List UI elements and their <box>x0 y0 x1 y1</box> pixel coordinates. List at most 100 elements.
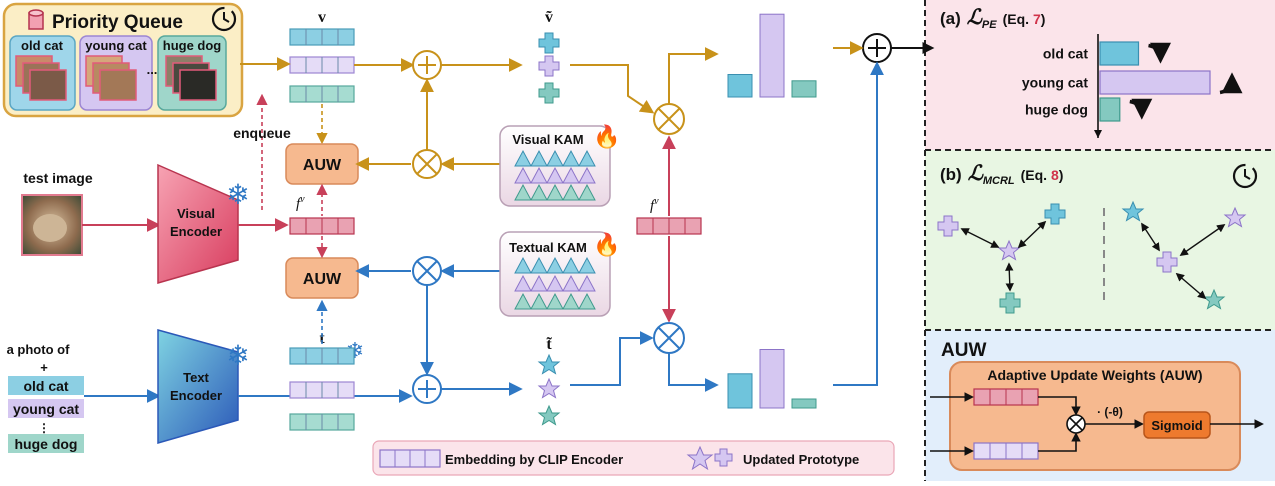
huge-dog-photo-stack <box>165 55 217 101</box>
database-icon <box>28 9 44 30</box>
old-cat-photo-stack <box>15 55 67 101</box>
queue-label-old-cat: old cat <box>21 38 64 53</box>
sigmoid-box <box>1143 411 1211 439</box>
b-right-star-teal <box>1202 288 1226 310</box>
visual-encoder: Visual Encoder <box>157 163 239 284</box>
legend-prototype-label: Updated Prototype <box>743 452 859 467</box>
t-tilde-prototypes <box>537 353 561 426</box>
final-add-op <box>862 33 892 63</box>
prompt-class-huge-dog-label: huge dog <box>15 436 78 452</box>
panel-b: (b)ℒMCRL(Eq. 8) <box>937 161 1258 314</box>
chart-text-to-final-arrow <box>833 61 884 386</box>
panel-a-bar <box>1099 41 1140 66</box>
enqueue-label: enqueue <box>233 125 291 141</box>
prompt-prefix: a photo of <box>7 342 70 357</box>
t-embedding-stack <box>289 347 355 431</box>
trend-down-arrow-icon <box>1148 42 1171 64</box>
add-op-text <box>412 374 442 404</box>
b-right-link-1 <box>1141 222 1160 252</box>
fv-label-right: fv <box>650 196 659 214</box>
queue-label-young-cat: young cat <box>85 38 147 53</box>
ttilde-to-mul-arrow <box>570 331 654 386</box>
text-encoder-label-1: Text <box>183 370 209 385</box>
v-tilde-label: ṽ <box>545 9 553 26</box>
mul-op-logit-text <box>653 322 685 354</box>
b-left-cross-purple <box>937 215 959 237</box>
visual-kam-label: Visual KAM <box>512 132 583 147</box>
logits-chart-visual <box>727 13 817 98</box>
text-logit-bar-young-cat <box>759 349 785 409</box>
panel-a-row-label: old cat <box>1043 46 1088 62</box>
b-right-star-purple <box>1223 206 1247 228</box>
v-tilde-prototypes <box>538 32 560 104</box>
prompt-vdots: ⋮ <box>38 421 50 435</box>
b-right-cross-anchor <box>1156 251 1178 273</box>
frozen-snowflake-icon: ❄ <box>226 179 249 210</box>
panel-auw-title: AUW <box>941 340 986 361</box>
auw-theta-label: · (-θ) <box>1097 405 1123 419</box>
priority-queue-title: Priority Queue <box>52 12 183 33</box>
panel-a-axis-arrowhead <box>1094 130 1102 138</box>
auw-text-input <box>973 442 1039 460</box>
prompt-class-young-cat <box>8 399 84 418</box>
sigmoid-label: Sigmoid <box>1151 418 1202 433</box>
v-embedding-stack <box>289 28 355 103</box>
panel-a-row-label: young cat <box>1022 75 1088 91</box>
trainable-fire-icon: 🔥 <box>593 124 620 149</box>
auw-visual-label: AUW <box>303 157 342 174</box>
priority-queue: Priority Queue old cat young cat huge do… <box>2 2 244 118</box>
auw-text-label: AUW <box>303 271 342 288</box>
prompt-class-old-cat-label: old cat <box>23 378 68 394</box>
b-right-star-cyan <box>1121 200 1145 222</box>
auw-text-box: AUW <box>285 257 359 299</box>
visual-logit-bar-huge-dog <box>791 80 817 98</box>
fv-label-left: fv <box>296 194 305 212</box>
visual-kam-triangles <box>514 149 596 201</box>
b-left-link-1 <box>960 228 1000 248</box>
auw-visual-box: AUW <box>285 143 359 185</box>
textual-kam-triangles <box>514 256 596 310</box>
visual-logit-bar-old-cat <box>727 74 753 98</box>
v-label: v <box>318 9 326 26</box>
history-clock-icon-b <box>1232 163 1258 189</box>
visual-logit-bar-young-cat <box>759 13 785 98</box>
legend: Embedding by CLIP Encoder Updated Protot… <box>372 440 895 476</box>
text-encoder-label-2: Encoder <box>170 388 222 403</box>
textual-kam-label: Textual KAM <box>509 240 587 255</box>
prompt-class-young-cat-label: young cat <box>13 401 79 417</box>
test-image-kitten <box>33 214 67 242</box>
mul-op-logit-visual <box>653 103 685 135</box>
t-label: t <box>319 330 325 347</box>
queue-ellipsis: ... <box>147 62 158 77</box>
b-left-cross-teal <box>999 292 1021 314</box>
textual-kam-module: Textual KAM 🔥 <box>499 231 621 317</box>
fv-embedding-left <box>289 217 355 235</box>
mul-op-text <box>412 256 442 286</box>
auw-feature-input <box>973 388 1039 406</box>
panel-a-row-label: huge dog <box>1025 102 1088 118</box>
visual-encoder-label-1: Visual <box>177 206 215 221</box>
test-image-label: test image <box>23 170 92 186</box>
mul-to-chart-text-arrow <box>668 353 719 392</box>
logits-chart-text <box>727 349 817 409</box>
auw-feature-to-mul <box>1038 396 1081 416</box>
queue-label-huge-dog: huge dog <box>163 38 222 53</box>
panel-a-bars: old cat young cat huge dog <box>1022 41 1243 122</box>
legend-cross-icon <box>714 448 733 467</box>
prompt-class-huge-dog <box>8 434 84 453</box>
panel-auw: AUW Adaptive Update Weights (AUW) · (-θ)… <box>930 340 1264 471</box>
visual-kam-module: Visual KAM 🔥 <box>499 124 621 207</box>
legend-star-icon <box>686 445 714 471</box>
panel-a-bar <box>1099 70 1211 95</box>
legend-embedding-label: Embedding by CLIP Encoder <box>445 452 623 467</box>
b-right-link-2 <box>1179 224 1226 256</box>
b-left-link-2 <box>1017 220 1047 249</box>
b-left-star-anchor <box>997 239 1021 261</box>
frozen-snowflake-icon-text: ❄ <box>226 340 249 371</box>
visual-encoder-label-2: Encoder <box>170 224 222 239</box>
prompt-class-old-cat <box>8 376 84 395</box>
mul-to-chart-visual-arrow <box>668 47 719 104</box>
